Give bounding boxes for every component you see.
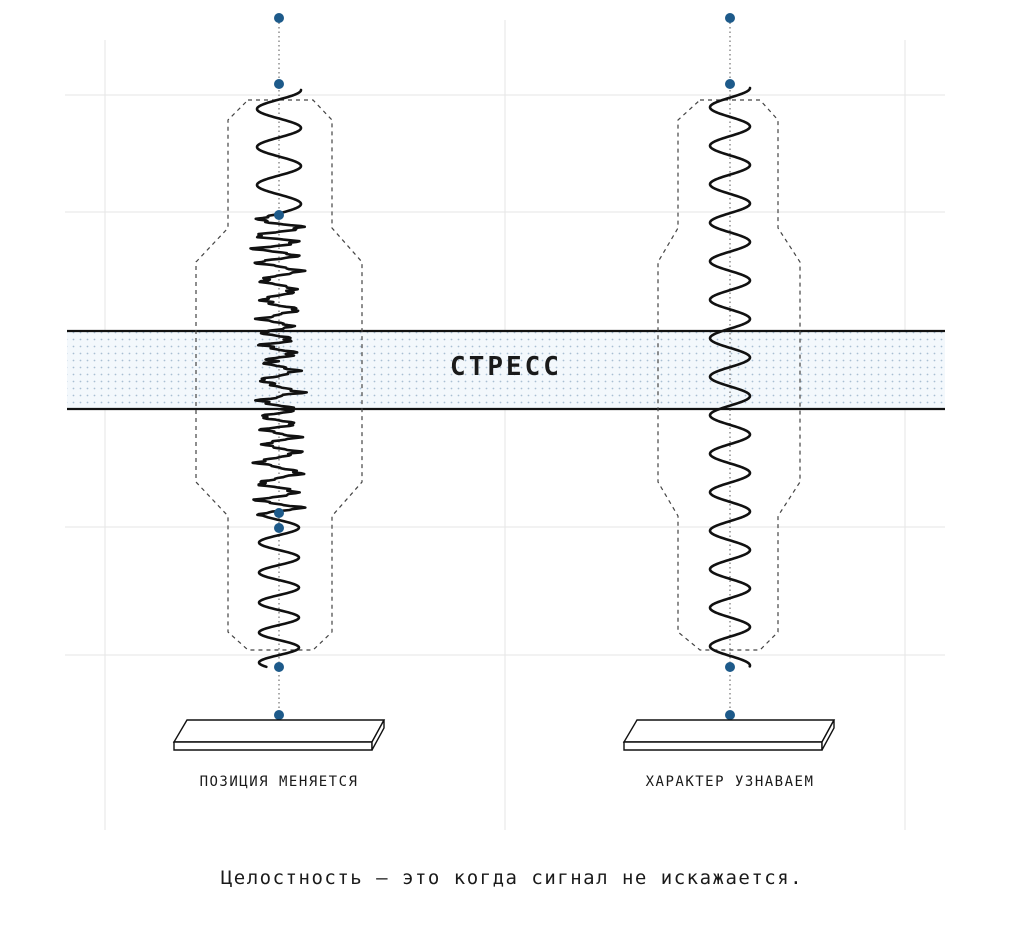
right-plate-side <box>821 719 835 751</box>
stress-band <box>67 329 945 411</box>
right-stable-wave <box>708 86 752 668</box>
left-lower-mid-node <box>274 508 284 518</box>
left-plate-front <box>173 741 373 751</box>
left-base-node <box>274 710 284 720</box>
right-column-caption: ХАРАКТЕР УЗНАВАЕМ <box>645 774 815 790</box>
left-lower-mid-node-2 <box>274 523 284 533</box>
right-plate-front <box>623 741 823 751</box>
right-base-node <box>725 710 735 720</box>
footer-statement: Целостность — это когда сигнал не искажа… <box>220 867 804 889</box>
right-top-node <box>725 13 735 23</box>
left-top-node <box>274 13 284 23</box>
left-wave-end-node <box>274 662 284 672</box>
left-plate-top <box>172 719 386 743</box>
left-wave-start-node <box>274 79 284 89</box>
right-wave-start-node <box>725 79 735 89</box>
left-base-plate <box>172 719 386 751</box>
left-plate-side <box>371 719 385 751</box>
right-wave-end-node <box>725 662 735 672</box>
left-column-caption: ПОЗИЦИЯ МЕНЯЕТСЯ <box>199 774 359 790</box>
nodes <box>274 13 735 720</box>
right-plate-top <box>622 719 836 743</box>
left-distorted-wave <box>249 88 309 669</box>
right-envelope-outline <box>657 99 801 651</box>
stress-band-label: СТРЕСС <box>450 352 562 382</box>
stress-band-dots <box>67 331 945 409</box>
left-upper-mid-node <box>274 210 284 220</box>
background-grid <box>65 20 945 830</box>
right-base-plate <box>622 719 836 751</box>
